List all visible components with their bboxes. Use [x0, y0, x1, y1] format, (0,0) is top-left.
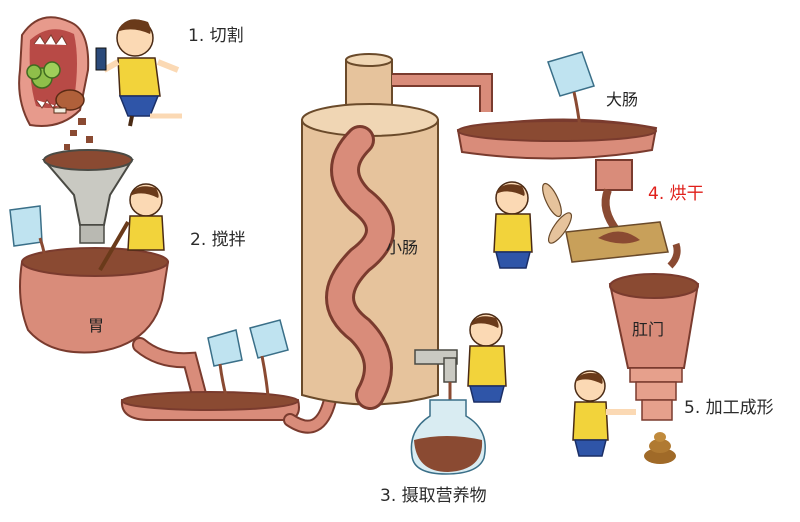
stomach-illustration [9, 205, 208, 406]
small-intestine-label: 小肠 [386, 238, 419, 257]
nutrient-tap [410, 349, 486, 475]
large-intestine-label: 大肠 [606, 90, 639, 109]
step-2-label: 2. 搅拌 [190, 230, 246, 250]
step-4-label: 4. 烘干 [648, 184, 704, 204]
step-1-label: 1. 切割 [188, 26, 244, 46]
upper-intestine-tray [120, 319, 347, 434]
funnel [41, 149, 134, 244]
boy-cutting [95, 19, 182, 127]
large-intestine-illustration [456, 51, 658, 235]
small-intestine-tower [301, 53, 493, 410]
anus-illustration [608, 242, 700, 464]
boy-stirring [98, 183, 165, 272]
stomach-label: 胃 [88, 316, 105, 335]
boy-tap [467, 313, 507, 403]
boy-drying [493, 181, 669, 269]
mouth-illustration [18, 16, 93, 150]
step-3-label: 3. 摄取营养物 [380, 486, 487, 506]
anus-label: 肛门 [632, 320, 665, 339]
boy-shaping [572, 370, 636, 457]
step-5-label: 5. 加工成形 [684, 398, 774, 418]
